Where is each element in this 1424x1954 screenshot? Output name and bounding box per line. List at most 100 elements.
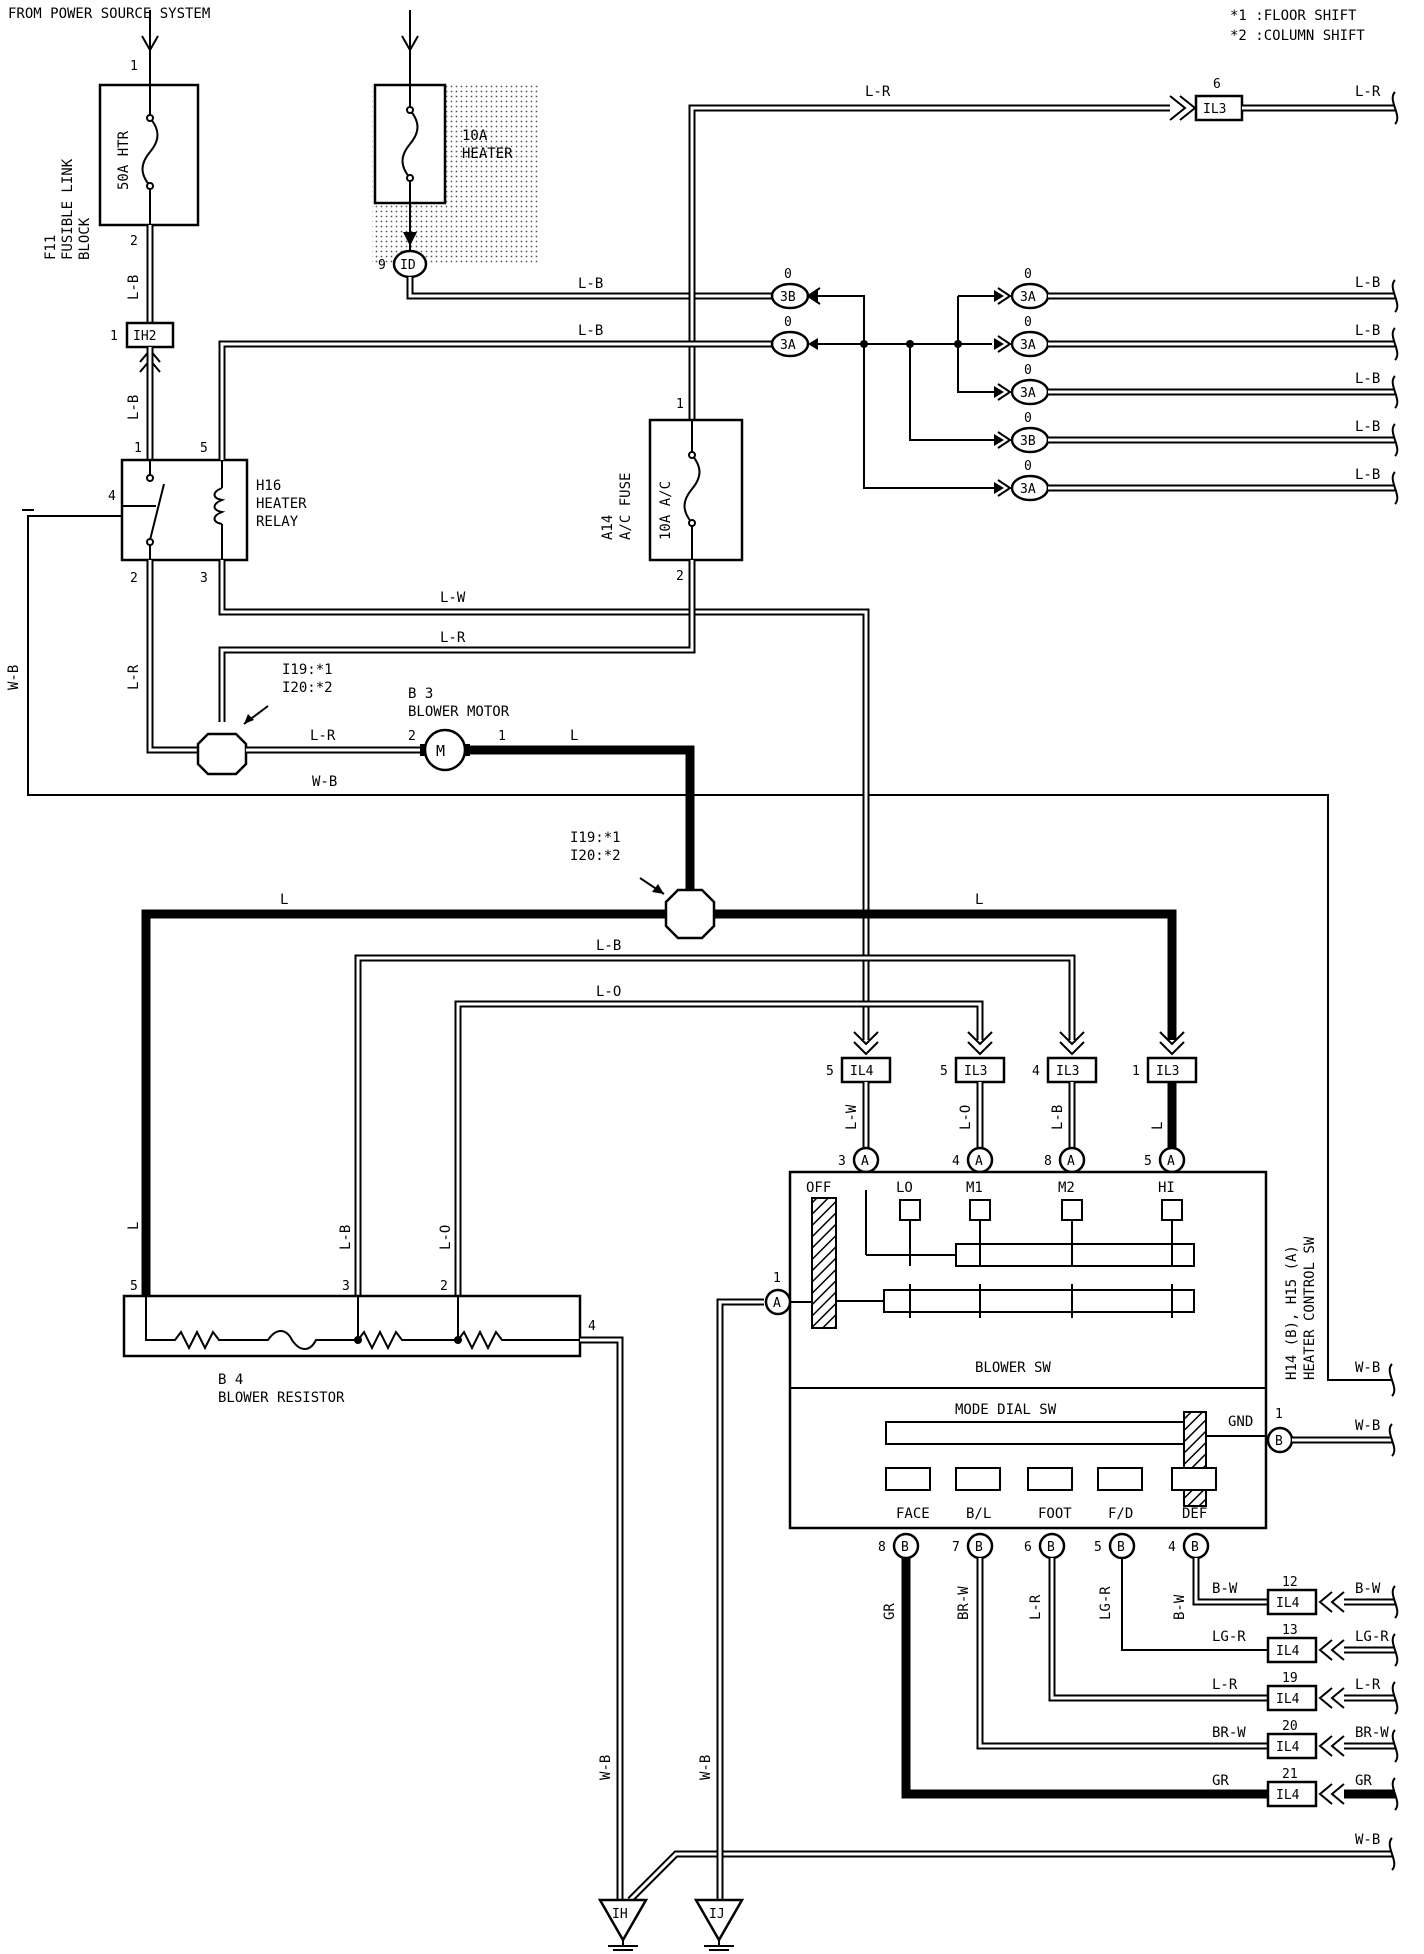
heater-control-switch: BLOWER SW MODE DIAL SW H14 (B), H15 (A) …	[788, 1170, 1318, 1530]
arrow-icon	[853, 1031, 879, 1046]
arrow-icon	[997, 431, 1012, 449]
svg-text:B: B	[1275, 1434, 1283, 1449]
heater-relay-ref: H16	[256, 478, 281, 494]
svg-text:3A: 3A	[780, 338, 796, 353]
pin-label: 0	[1024, 459, 1032, 474]
svg-text:B: B	[1191, 1540, 1199, 1555]
note-column-shift: *2 :COLUMN SHIFT	[1230, 28, 1365, 44]
blower-position-label: M2	[1058, 1180, 1075, 1196]
heater-control-ref: H14 (B), H15 (A)	[1284, 1245, 1300, 1380]
connector-label: 3A	[1020, 290, 1036, 305]
wire-label: GR	[882, 1603, 898, 1620]
svg-text:50A HTR: 50A HTR	[116, 130, 132, 190]
connector-il4	[1266, 1684, 1318, 1712]
blower-position-label: OFF	[806, 1180, 831, 1196]
pin-label: 0	[1024, 267, 1032, 282]
svg-text:L-B: L-B	[338, 1225, 354, 1250]
connector-label: IL4	[1276, 1740, 1300, 1755]
svg-text:L: L	[570, 728, 578, 744]
pin-label: 12	[1282, 1575, 1298, 1590]
connector-label: IL4	[1276, 1644, 1300, 1659]
wire-label: L-B	[1355, 467, 1380, 483]
heater-relay: 1 2 3 4 5 H16 HEATER RELAY	[108, 441, 307, 586]
connector-il4	[1266, 1732, 1318, 1760]
pin-label: 5	[1094, 1540, 1102, 1555]
svg-text:W-B: W-B	[698, 1755, 714, 1780]
svg-text:L-O: L-O	[438, 1225, 454, 1250]
wire-label: L-R	[1212, 1677, 1238, 1693]
svg-text:L: L	[280, 892, 288, 908]
svg-text:0: 0	[784, 267, 792, 282]
arrow-icon	[1059, 1031, 1085, 1046]
fusible-link-ref: F11	[43, 235, 59, 260]
wire-label: B-W	[1355, 1581, 1381, 1597]
svg-text:3: 3	[200, 571, 208, 586]
svg-text:L-B: L-B	[126, 275, 142, 300]
wire-label: BR-W	[1212, 1725, 1246, 1741]
svg-text:W-B: W-B	[1355, 1360, 1380, 1376]
svg-text:1: 1	[134, 441, 142, 456]
connector-label: IL4	[850, 1064, 874, 1079]
mode-position-label: B/L	[966, 1506, 991, 1522]
wire-label: L-W	[844, 1104, 860, 1130]
wire-label: B-W	[1172, 1594, 1188, 1620]
svg-text:L-W: L-W	[440, 590, 466, 606]
svg-text:5: 5	[130, 1279, 138, 1294]
svg-text:L-R: L-R	[126, 664, 142, 690]
svg-text:A: A	[975, 1154, 983, 1169]
wire-label: LG-R	[1098, 1586, 1114, 1620]
junction-i19-lower: I19:*1 I20:*2	[570, 830, 665, 895]
arrow-icon	[997, 383, 1012, 401]
svg-text:L-B: L-B	[578, 276, 603, 292]
wire-label: LG-R	[1212, 1629, 1246, 1645]
svg-text:A: A	[1067, 1154, 1075, 1169]
svg-text:B: B	[1117, 1540, 1125, 1555]
pin-label: 5	[1144, 1154, 1152, 1169]
connector-il4	[1266, 1636, 1318, 1664]
svg-text:5: 5	[200, 441, 208, 456]
svg-text:L-R: L-R	[440, 630, 466, 646]
pin-label: 4	[1168, 1540, 1176, 1555]
arrow-icon	[1318, 1639, 1333, 1661]
svg-text:L-R: L-R	[1355, 84, 1381, 100]
svg-text:B: B	[901, 1540, 909, 1555]
mode-position-label: FACE	[896, 1506, 930, 1522]
pin-label: 7	[952, 1540, 960, 1555]
power-source-label: FROM POWER SOURCE SYSTEM	[8, 6, 210, 22]
pin-label: 8	[878, 1540, 886, 1555]
pin-label: 13	[1282, 1623, 1298, 1638]
svg-text:I20:*2: I20:*2	[570, 848, 621, 864]
svg-text:3: 3	[342, 1279, 350, 1294]
junction-i19-top	[196, 732, 248, 776]
svg-text:IL3: IL3	[1203, 102, 1226, 117]
arrow-icon	[1318, 1783, 1333, 1805]
svg-text:3B: 3B	[780, 290, 796, 305]
wire-label: L-B	[1355, 275, 1380, 291]
svg-text:6: 6	[1213, 77, 1221, 92]
svg-text:IJ: IJ	[709, 1907, 725, 1922]
wire-label: L-R	[1028, 1594, 1044, 1620]
note-floor-shift: *1 :FLOOR SHIFT	[1230, 8, 1357, 24]
connector-label: 3B	[1020, 434, 1036, 449]
connector-label: 3A	[1020, 338, 1036, 353]
blower-resistor-ref: B 4	[218, 1372, 243, 1388]
pin-label: 19	[1282, 1671, 1298, 1686]
svg-text:B: B	[975, 1540, 983, 1555]
svg-text:BLOCK: BLOCK	[77, 217, 93, 260]
pin-label: 6	[1024, 1540, 1032, 1555]
mode-position-label: FOOT	[1038, 1506, 1072, 1522]
connector-il4	[1266, 1588, 1318, 1616]
svg-text:2: 2	[130, 234, 138, 249]
wire-label: L-B	[1355, 419, 1380, 435]
connector-label: IL3	[1056, 1064, 1079, 1079]
svg-text:B: B	[1047, 1540, 1055, 1555]
arrow-icon	[967, 1031, 993, 1046]
svg-text:I19:*1: I19:*1	[282, 662, 333, 678]
svg-text:9: 9	[378, 258, 386, 273]
arrow-icon	[997, 287, 1012, 305]
arrow-icon	[1318, 1687, 1333, 1709]
pin-label: 0	[1024, 411, 1032, 426]
wire-label: L-B	[1050, 1105, 1066, 1130]
pin-label: 5	[940, 1064, 948, 1079]
